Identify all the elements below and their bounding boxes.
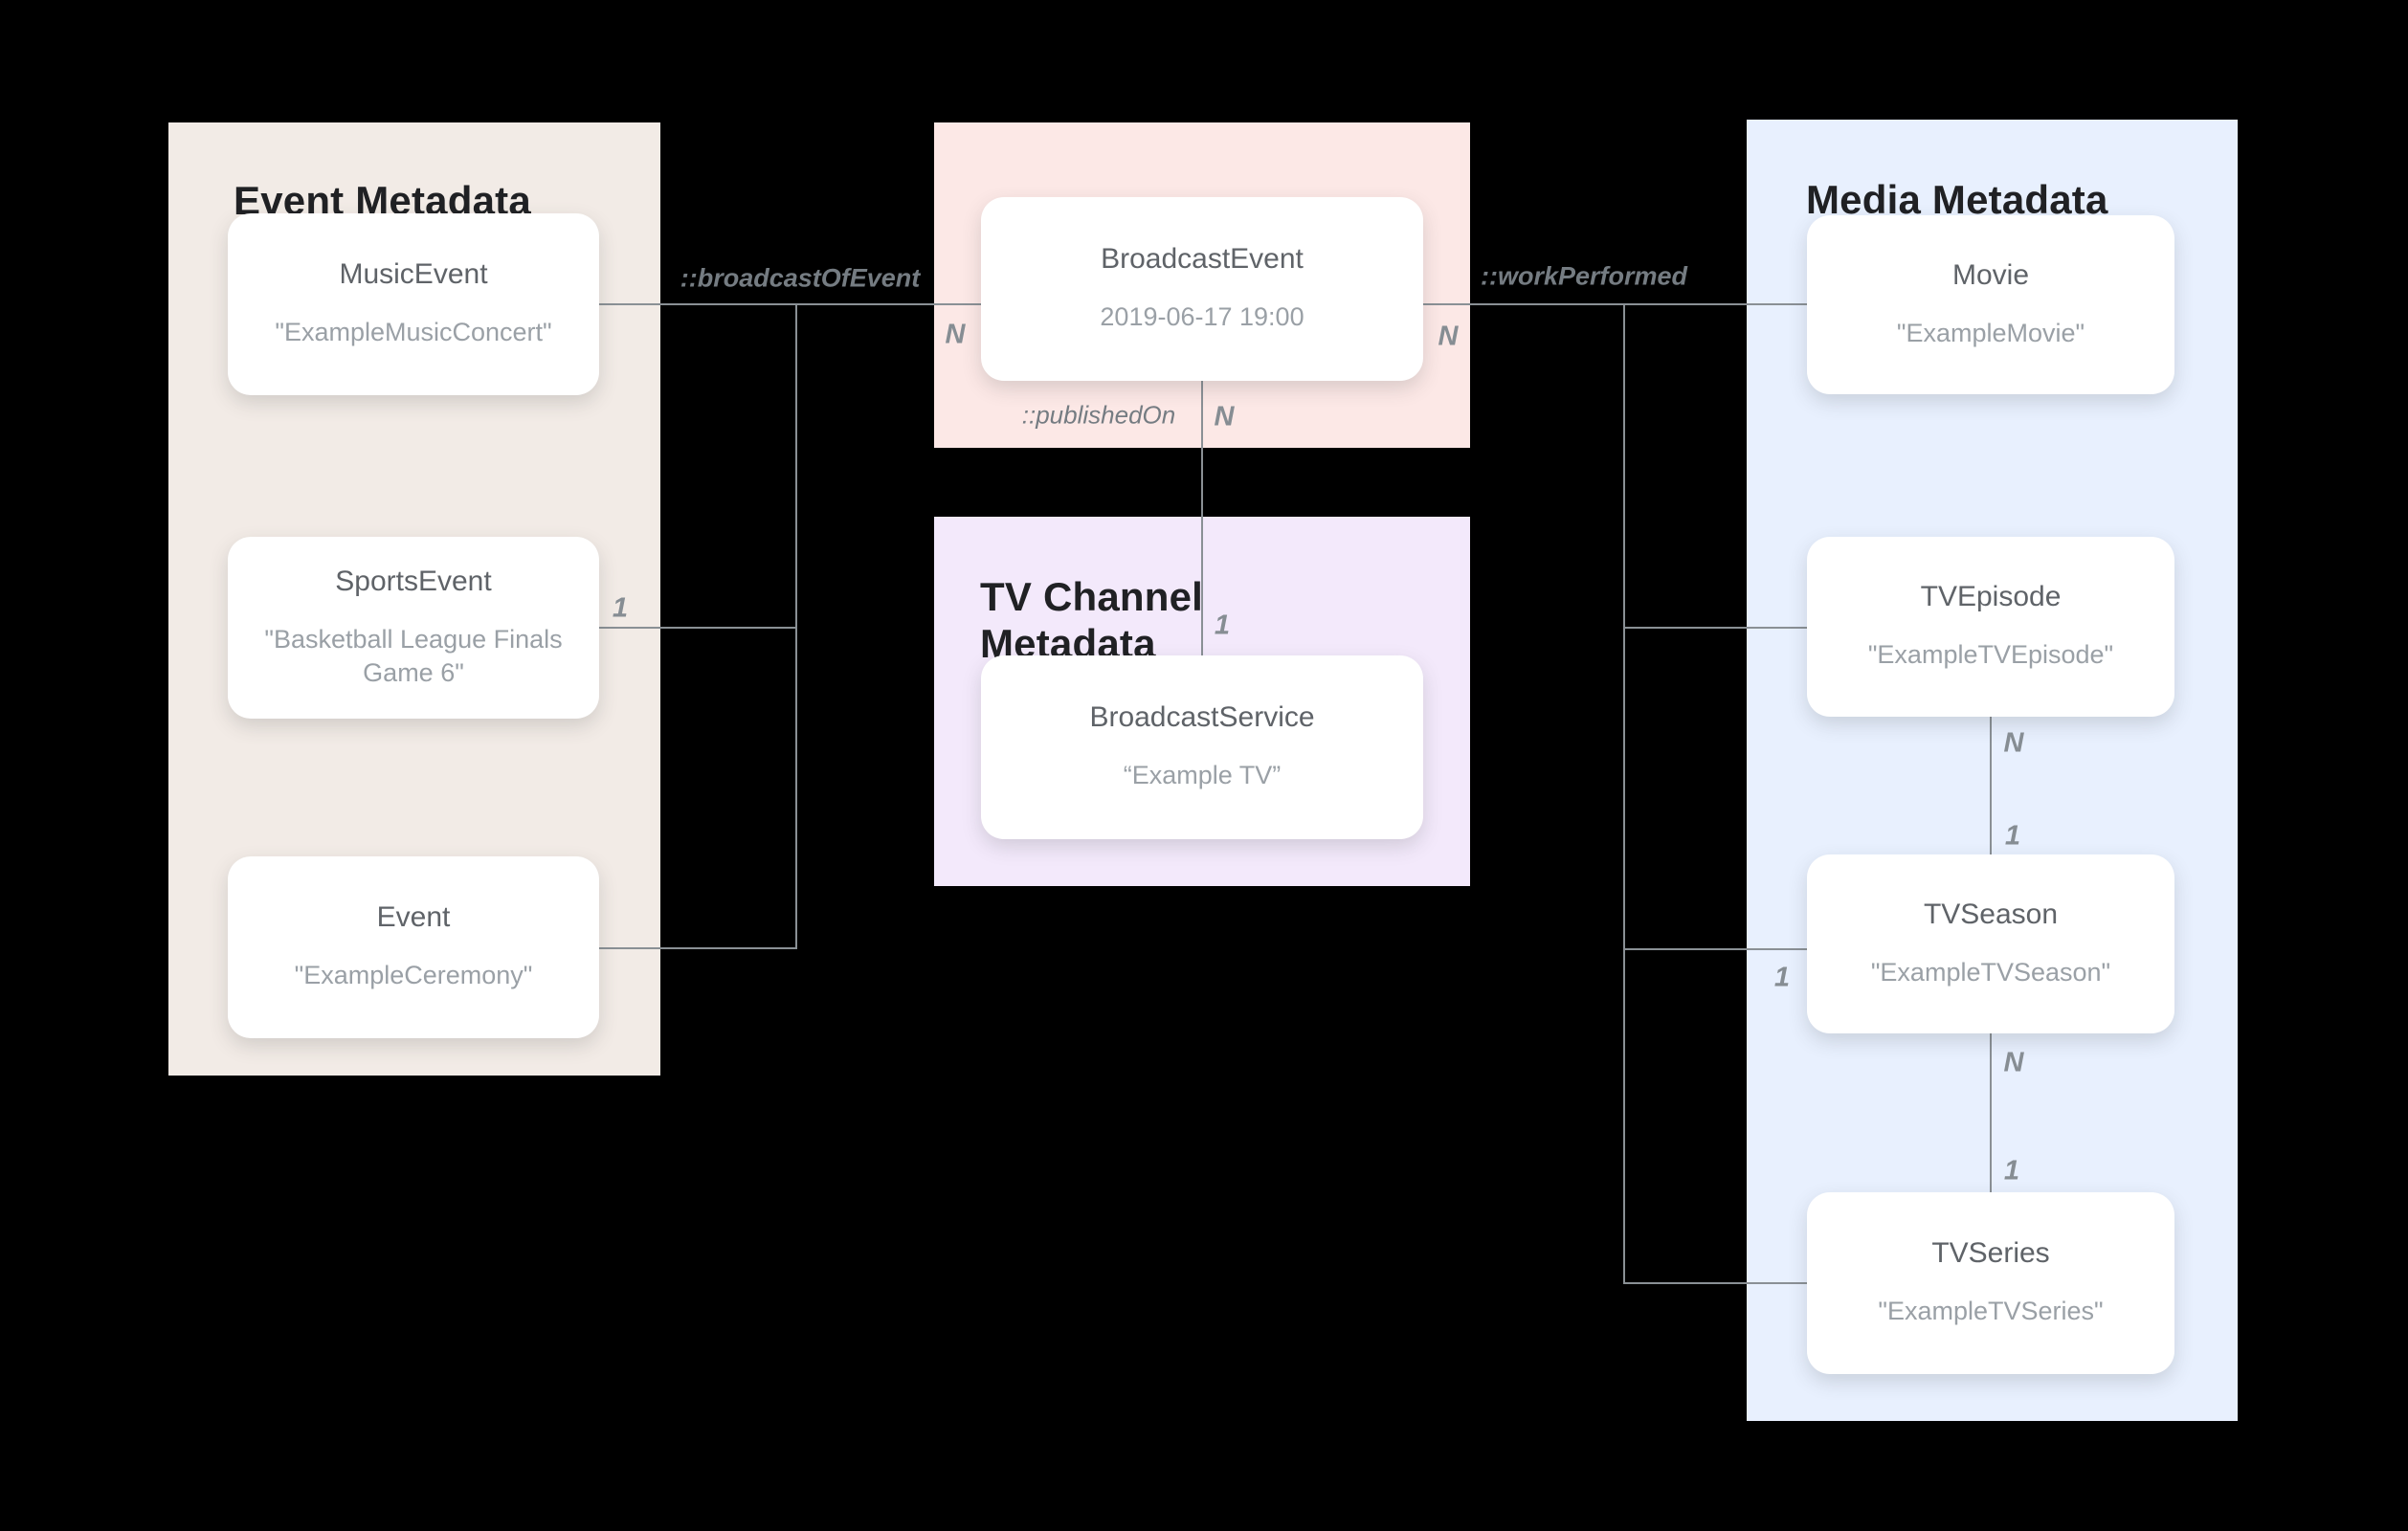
card-title: BroadcastService <box>1089 701 1315 734</box>
card-title: MusicEvent <box>339 258 488 291</box>
event-card: Event "ExampleCeremony" <box>228 856 599 1038</box>
broadcast-event-card: BroadcastEvent 2019-06-17 19:00 <box>981 197 1423 381</box>
tv-series-card: TVSeries "ExampleTVSeries" <box>1807 1192 2174 1374</box>
card-value: "ExampleMovie" <box>1896 318 2085 347</box>
card-value: “Example TV” <box>1123 761 1282 790</box>
card-title: TVEpisode <box>1920 581 2062 613</box>
cardinality-one-broadcastservice: 1 <box>1214 610 1231 641</box>
connector-episode-season-line <box>1990 717 1992 854</box>
card-value: "ExampleTVEpisode" <box>1867 640 2114 670</box>
cardinality-n-publishedon: N <box>1214 401 1235 433</box>
cardinality-n-tvseason-bottom: N <box>2003 1047 2024 1078</box>
connector-tvseason-line <box>1623 948 1807 950</box>
tv-channel-metadata-panel-title: TV Channel Metadata <box>980 573 1204 667</box>
connector-tvseries-line <box>1623 1282 1807 1284</box>
card-title: SportsEvent <box>335 565 492 597</box>
broadcast-service-card: BroadcastService “Example TV” <box>981 655 1423 839</box>
cardinality-one-sportsevent: 1 <box>612 592 629 624</box>
card-value: "Basketball League Finals Game 6" <box>264 624 563 687</box>
card-value: 2019-06-17 19:00 <box>1100 302 1304 332</box>
card-value: "ExampleCeremony" <box>294 961 533 990</box>
card-value: "ExampleTVSeason" <box>1870 957 2111 987</box>
connector-season-series-line <box>1990 1033 1992 1192</box>
connector-event-junction-vertical-line <box>795 303 797 948</box>
card-title: TVSeries <box>1931 1237 2050 1270</box>
tv-episode-card: TVEpisode "ExampleTVEpisode" <box>1807 537 2174 717</box>
music-event-card: MusicEvent "ExampleMusicConcert" <box>228 213 599 395</box>
card-title: TVSeason <box>1923 898 2059 930</box>
card-value: "ExampleTVSeries" <box>1878 1297 2104 1326</box>
card-value: "ExampleMusicConcert" <box>275 318 552 347</box>
cardinality-n-tvepisode: N <box>2003 727 2024 759</box>
connector-tvepisode-line <box>1623 627 1807 629</box>
relation-label-published-on: ::publishedOn <box>1021 400 1176 430</box>
connector-publishedon-line <box>1201 381 1203 656</box>
media-metadata-panel-title: Media Metadata <box>1806 176 2108 222</box>
relation-label-broadcast-of-event: ::broadcastOfEvent <box>680 263 921 293</box>
connector-broadcastevent-movie-line <box>1423 303 1807 305</box>
sports-event-card: SportsEvent "Basketball League Finals Ga… <box>228 537 599 719</box>
cardinality-n-workperformed: N <box>1438 321 1459 352</box>
connector-media-junction-vertical-line <box>1623 303 1625 1284</box>
card-title: BroadcastEvent <box>1101 243 1304 276</box>
cardinality-n-broadcastevent-left: N <box>945 319 966 350</box>
movie-card: Movie "ExampleMovie" <box>1807 215 2174 394</box>
cardinality-one-tvseries: 1 <box>2003 1155 2020 1187</box>
tv-season-card: TVSeason "ExampleTVSeason" <box>1807 854 2174 1033</box>
card-title: Event <box>376 901 451 934</box>
card-title: Movie <box>1951 258 2030 291</box>
connector-musicevent-broadcastevent-line <box>599 303 981 305</box>
cardinality-one-tvseason-top: 1 <box>2004 820 2021 852</box>
relation-label-work-performed: ::workPerformed <box>1480 261 1688 291</box>
connector-sportsevent-line <box>599 627 797 629</box>
connector-event-line <box>599 947 797 949</box>
cardinality-one-tvseason-left: 1 <box>1773 962 1791 993</box>
